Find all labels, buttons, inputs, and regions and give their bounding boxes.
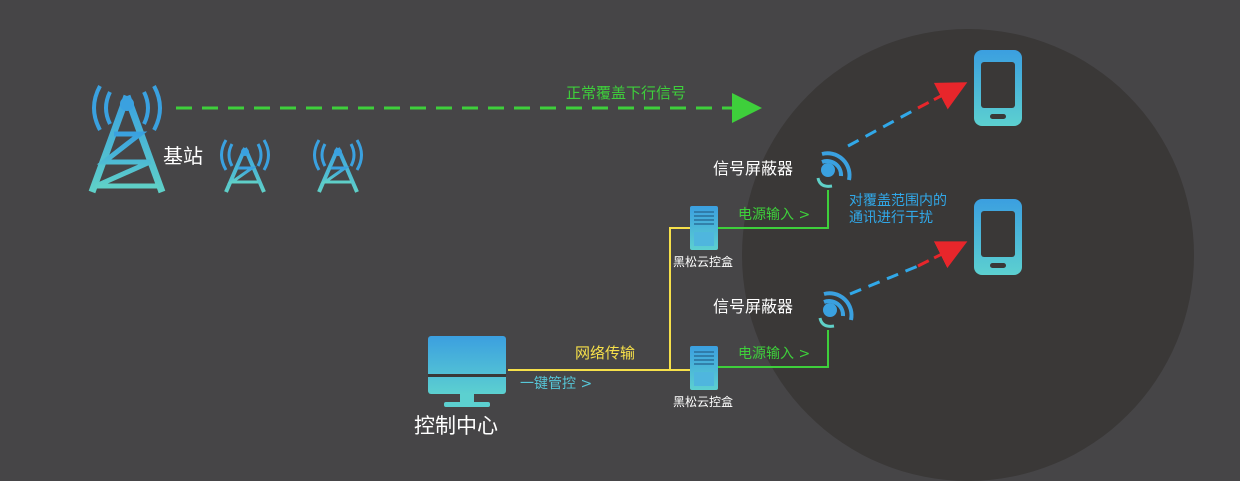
control-box-label: 黑松云控盒 <box>673 255 734 269</box>
control-box-label: 黑松云控盒 <box>673 395 734 409</box>
power-input-label: 电源输入 > <box>738 346 811 362</box>
phone-icon <box>974 50 1022 126</box>
interference-label: 对覆盖范围内的 <box>849 193 947 209</box>
control-center-label: 控制中心 <box>414 414 498 438</box>
interference-label: 通讯进行干扰 <box>849 210 933 226</box>
one-click-control-label: 一键管控 > <box>520 376 593 392</box>
control-box-icon <box>690 346 718 390</box>
signal-jammer-icon <box>818 291 854 328</box>
base-station-tower-icon <box>88 85 166 194</box>
normal-signal-label: 正常覆盖下行信号 <box>566 84 687 102</box>
power-input-label: 电源输入 > <box>738 207 811 223</box>
power-line <box>718 330 829 368</box>
control-box-icon <box>690 206 718 250</box>
small-tower-icon <box>220 139 270 193</box>
network-label: 网络传输 <box>575 344 636 362</box>
signal-jammer-icon <box>816 151 852 188</box>
coverage-area <box>742 29 1194 481</box>
base-station-label: 基站 <box>163 144 203 168</box>
small-tower-icon <box>313 139 363 193</box>
interference-arrow <box>847 82 968 148</box>
network-line <box>508 227 690 371</box>
jammer-label: 信号屏蔽器 <box>713 159 794 178</box>
monitor-icon <box>428 336 506 407</box>
interference-arrow <box>849 241 968 296</box>
jammer-label: 信号屏蔽器 <box>713 297 794 316</box>
power-line <box>718 190 829 229</box>
phone-icon <box>974 199 1022 275</box>
